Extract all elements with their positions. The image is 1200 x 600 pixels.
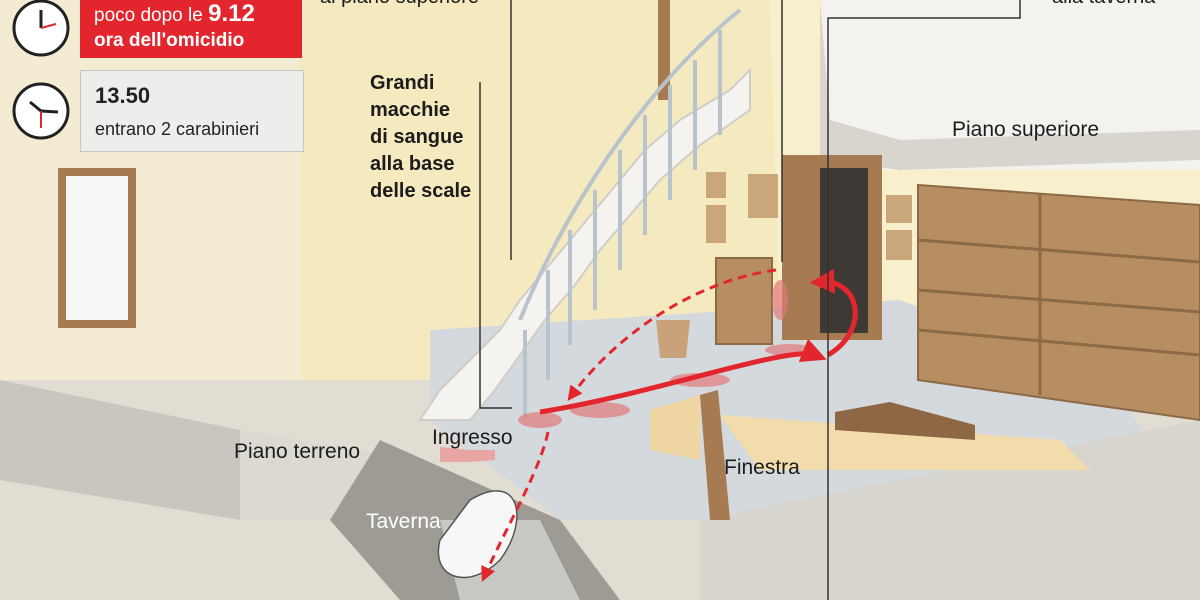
- body-outline: [437, 490, 518, 579]
- label-basement: Taverna: [366, 510, 441, 533]
- event-time-carabinieri: 13.50 entrano 2 carabinieri: [80, 70, 304, 152]
- sofa: [650, 395, 700, 460]
- bucket: [656, 320, 690, 358]
- back-wall: [300, 0, 800, 380]
- route-arrow-main: [539, 338, 827, 415]
- label-basement-link: alla taverna: [1052, 0, 1155, 9]
- route-arrow-basement: [481, 431, 550, 582]
- event-time-murder: poco dopo le 9.12 ora dell'omicidio: [80, 0, 302, 58]
- route-arrow-door: [809, 268, 858, 358]
- window-front-frame: [700, 390, 730, 520]
- cut-wall-left: [0, 380, 240, 520]
- staircase: [418, 67, 751, 421]
- route-arrow-dashed: [567, 268, 777, 402]
- clock-icon: [12, 0, 70, 57]
- stair-railing: [518, 8, 742, 420]
- coffee-table: [835, 402, 975, 440]
- blood-stains: [518, 280, 815, 428]
- label-window: Finestra: [724, 456, 800, 479]
- label-upper-floor-link: al piano superiore: [320, 0, 479, 9]
- entrance-arrow: [440, 447, 495, 462]
- cut-wall-upper: [820, 0, 1200, 170]
- label-ground-floor: Piano terreno: [234, 440, 361, 463]
- label-blood-stains: Grandi macchie di sangue alla base delle…: [370, 72, 472, 202]
- cabinet: [715, 257, 773, 345]
- clock-icon: [12, 82, 70, 140]
- label-upper-floor: Piano superiore: [952, 118, 1100, 141]
- label-entrance: Ingresso: [432, 426, 513, 449]
